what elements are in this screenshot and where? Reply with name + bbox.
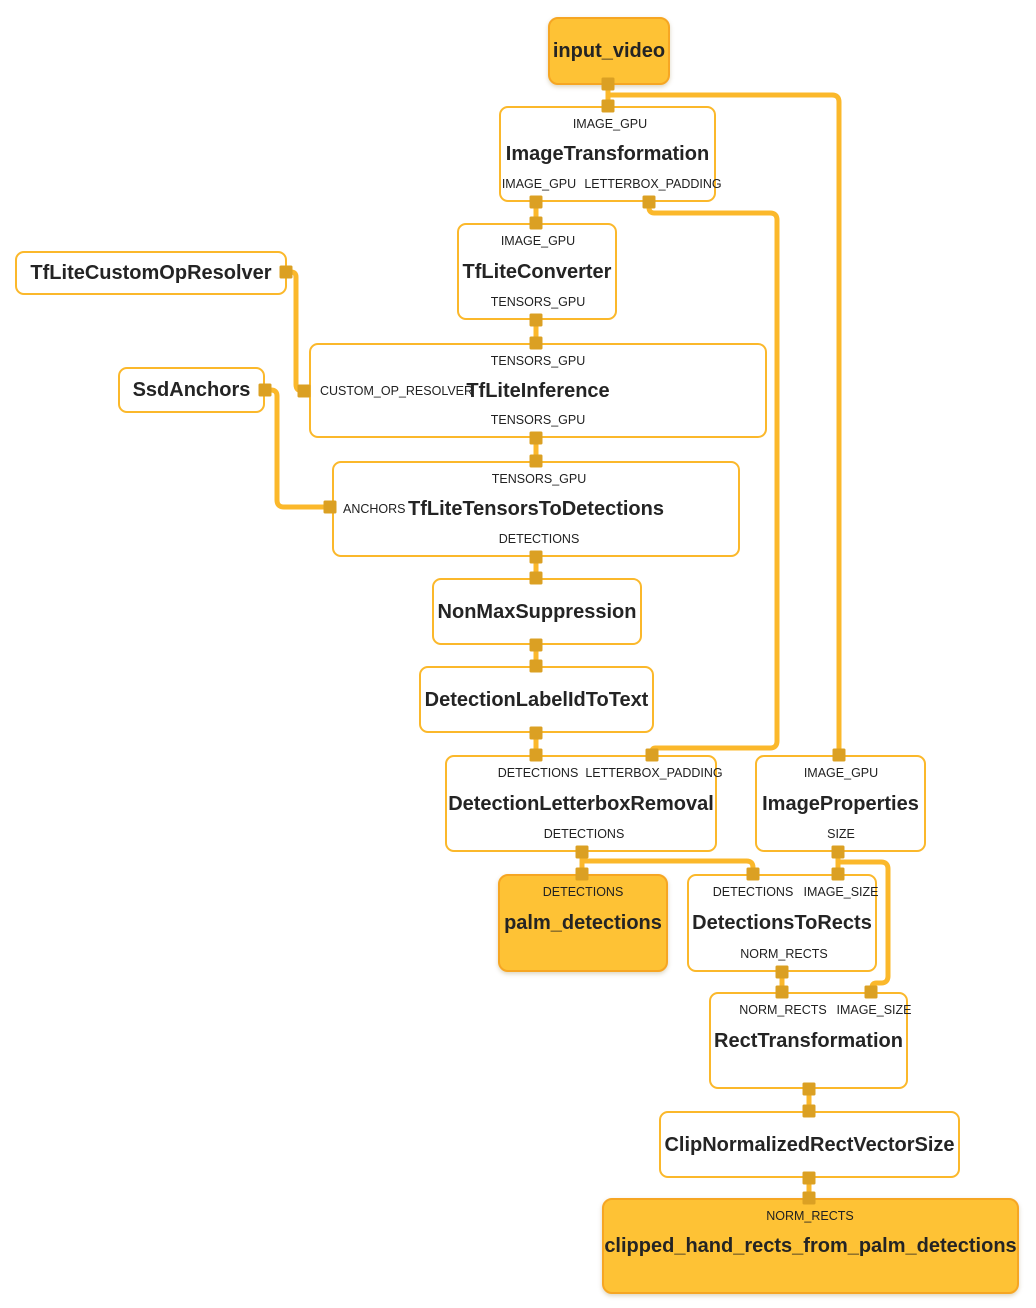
port-label-in-image-size: IMAGE_SIZE [836, 1003, 912, 1017]
node-title: TfLiteCustomOpResolver [30, 262, 272, 284]
port-label-out-tensors-gpu: TENSORS_GPU [490, 294, 586, 309]
port-label-out-detections: DETECTIONS [498, 531, 580, 546]
node-title: palm_detections [504, 912, 662, 934]
node-clipped-hand-rects-from-palm-detections[interactable]: NORM_RECTS clipped_hand_rects_from_palm_… [602, 1198, 1019, 1294]
port-label-out-letterbox-padding: LETTERBOX_PADDING [584, 176, 722, 191]
node-detections-to-rects[interactable]: DETECTIONS IMAGE_SIZE DetectionsToRects … [687, 874, 879, 972]
node-tflite-converter[interactable]: IMAGE_GPU TfLiteConverter TENSORS_GPU [457, 223, 617, 320]
node-title: TfLiteTensorsToDetections [408, 498, 664, 520]
node-tflite-inference[interactable]: TENSORS_GPU CUSTOM_OP_RESOLVER TfLiteInf… [309, 343, 767, 438]
node-title: ImageTransformation [505, 143, 710, 165]
node-title: TfLiteConverter [462, 260, 612, 283]
node-title: RectTransformation [714, 1029, 903, 1052]
node-title: NonMaxSuppression [437, 600, 637, 623]
node-palm-detections[interactable]: DETECTIONS palm_detections [498, 874, 668, 972]
port-label-in-detections: DETECTIONS [497, 766, 579, 780]
node-detection-label-id-to-text[interactable]: DetectionLabelIdToText [419, 666, 654, 733]
port-label-out-norm-rects: NORM_RECTS [740, 946, 828, 961]
port-label-in-norm-rects: NORM_RECTS [766, 1209, 854, 1223]
node-image-transformation[interactable]: IMAGE_GPU ImageTransformation IMAGE_GPU … [499, 106, 722, 202]
port-label-out-detections: DETECTIONS [543, 826, 625, 841]
node-title: ClipNormalizedRectVectorSize [664, 1133, 955, 1156]
port-label-in-detections: DETECTIONS [542, 885, 624, 899]
port-label-in-detections: DETECTIONS [712, 885, 794, 899]
node-ssd-anchors[interactable]: SsdAnchors [118, 367, 265, 413]
edge-detection-letterbox-removal-to-detections-to-rects [582, 858, 756, 874]
node-title: DetectionLabelIdToText [424, 688, 649, 711]
port-label-in-image-size: IMAGE_SIZE [803, 885, 879, 899]
port-label-in-tensors-gpu: TENSORS_GPU [491, 472, 587, 486]
port-label-in-norm-rects: NORM_RECTS [739, 1003, 827, 1017]
node-tflite-tensors-to-detections[interactable]: TENSORS_GPU ANCHORS TfLiteTensorsToDetec… [332, 461, 740, 557]
node-rect-transformation[interactable]: NORM_RECTS IMAGE_SIZE RectTransformation [709, 992, 912, 1089]
port-label-in-letterbox-padding: LETTERBOX_PADDING [585, 766, 723, 780]
node-title: DetectionsToRects [692, 912, 872, 934]
node-title: ImageProperties [762, 792, 919, 815]
port-label-in-image-gpu: IMAGE_GPU [803, 766, 879, 780]
node-image-properties[interactable]: IMAGE_GPU ImageProperties SIZE [755, 755, 926, 852]
port-label-in-image-gpu: IMAGE_GPU [500, 234, 576, 248]
node-tflite-custom-op-resolver[interactable]: TfLiteCustomOpResolver [15, 251, 287, 295]
node-detection-letterbox-removal[interactable]: DETECTIONS LETTERBOX_PADDING DetectionLe… [445, 755, 723, 852]
node-input-video[interactable]: input_video [548, 17, 670, 85]
node-clip-normalized-rect-vector-size[interactable]: ClipNormalizedRectVectorSize [659, 1111, 960, 1178]
node-title: DetectionLetterboxRemoval [448, 792, 714, 815]
port-label-in-tensors-gpu: TENSORS_GPU [490, 354, 586, 368]
node-title: SsdAnchors [132, 379, 251, 401]
port-label-in-custom-op-resolver: CUSTOM_OP_RESOLVER [320, 383, 474, 398]
port-label-in-anchors: ANCHORS [343, 501, 406, 516]
node-title: input_video [552, 40, 666, 62]
port-label-in-image-gpu: IMAGE_GPU [572, 117, 648, 131]
node-title: clipped_hand_rects_from_palm_detections [604, 1235, 1017, 1257]
edge-custom-op-resolver-to-tflite-inference [286, 269, 309, 394]
node-title: TfLiteInference [466, 379, 610, 402]
port-label-out-size: SIZE [827, 826, 855, 841]
port-label-out-image-gpu: IMAGE_GPU [501, 176, 577, 191]
port-label-out-tensors-gpu: TENSORS_GPU [490, 412, 586, 427]
node-non-max-suppression[interactable]: NonMaxSuppression [432, 578, 642, 645]
